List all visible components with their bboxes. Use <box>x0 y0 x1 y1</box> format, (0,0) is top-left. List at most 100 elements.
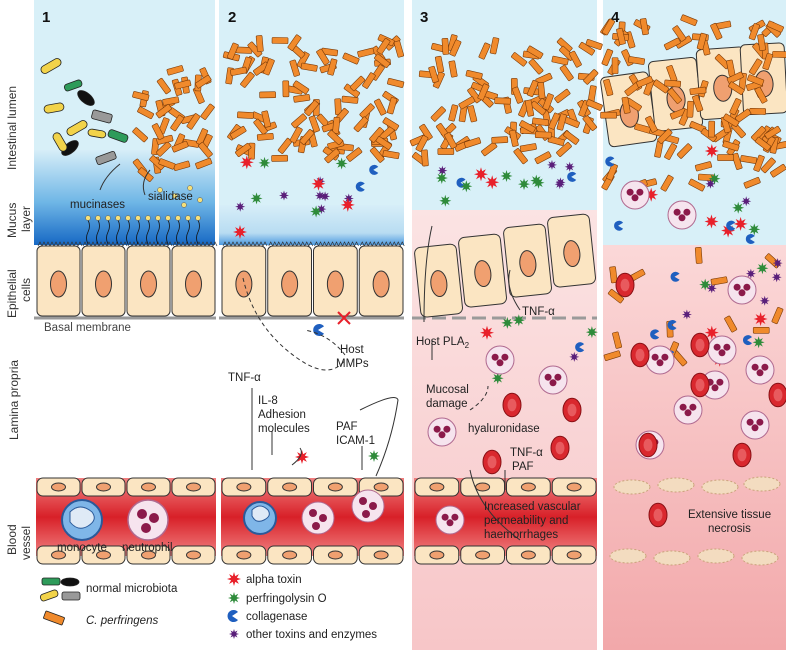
label-tnf-top: TNF-α <box>522 306 555 318</box>
c-perfringens-rod <box>327 129 343 146</box>
c-perfringens-rod <box>299 129 315 145</box>
alpha-toxin-particle <box>295 450 309 464</box>
perfringolysin-particle <box>501 316 514 329</box>
c-perfringens-rod <box>174 79 192 90</box>
perfringolysin-particle <box>439 194 452 207</box>
c-perfringens-rod <box>155 103 172 119</box>
c-perfringens-rod <box>664 143 678 160</box>
c-perfringens-rod <box>583 69 599 85</box>
alpha-toxin-particle <box>704 214 719 229</box>
label-increased-vascular: Increased vascular <box>484 501 581 513</box>
sugar-residue <box>185 215 191 221</box>
c-perfringens-rod <box>607 288 625 304</box>
c-perfringens-rod <box>393 40 405 58</box>
nucleus <box>236 482 252 492</box>
c-perfringens-rod <box>458 96 476 110</box>
nucleus-lobe <box>761 363 769 371</box>
microvilli <box>222 241 268 247</box>
c-perfringens-rod <box>434 55 445 73</box>
nucleus <box>475 482 491 492</box>
c-perfringens-rod <box>300 62 318 72</box>
c-perfringens-rod <box>196 128 209 146</box>
c-perfringens-rod <box>764 125 781 140</box>
nucleus <box>326 270 344 298</box>
c-perfringens-rod <box>293 94 311 103</box>
c-perfringens-rod <box>612 331 623 349</box>
c-perfringens-rod <box>696 32 707 50</box>
nucleus-lobe <box>743 283 751 291</box>
c-perfringens-rod <box>611 57 619 74</box>
legend-alpha-toxin-icon <box>227 572 241 586</box>
label-icam: ICAM-1 <box>336 435 375 447</box>
glycan-chain <box>116 219 120 245</box>
sugar-residue <box>195 215 201 221</box>
c-perfringens-rod <box>509 129 519 147</box>
c-perfringens-rod <box>255 35 264 53</box>
c-perfringens-rod <box>282 80 290 98</box>
glycan-chain <box>196 219 200 245</box>
panel-number-3: 3 <box>420 9 428 26</box>
c-perfringens-rod <box>728 81 745 95</box>
perfringolysin-particle <box>435 172 448 184</box>
c-perfringens-rod <box>151 123 165 141</box>
c-perfringens-rod <box>534 151 552 165</box>
c-perfringens-rod <box>226 42 239 60</box>
panel-number-4: 4 <box>611 9 620 26</box>
c-perfringens-rod <box>494 97 512 105</box>
collagenase-particle <box>355 181 365 192</box>
c-perfringens-rod <box>760 157 776 174</box>
glycan-chain <box>146 219 150 245</box>
perfringolysin-particle <box>460 180 473 193</box>
c-perfringens-rod <box>547 135 565 146</box>
nucleus-lobe <box>441 513 449 521</box>
neutrophil-cell <box>127 499 169 541</box>
c-perfringens-rod <box>289 126 303 144</box>
nucleus <box>373 550 389 560</box>
nucleus <box>141 550 156 560</box>
c-perfringens-rod <box>526 45 544 59</box>
other-toxin-particle <box>741 196 752 207</box>
c-perfringens-rod <box>519 143 537 153</box>
c-perfringens-rod <box>688 178 706 192</box>
nucleus <box>141 482 156 492</box>
c-perfringens-rod <box>287 34 302 51</box>
c-perfringens-rod <box>726 71 744 84</box>
nucleus <box>185 270 202 298</box>
sugar-residue <box>105 215 111 221</box>
other-toxin-particle <box>320 191 331 202</box>
c-perfringens-rod <box>585 99 603 111</box>
collagenase-particle <box>667 320 677 331</box>
c-perfringens-rod <box>689 86 707 96</box>
nucleus-lobe <box>631 194 639 202</box>
rbc-center <box>555 441 565 455</box>
nucleus-lobe <box>554 373 562 381</box>
nucleus <box>520 482 536 492</box>
glycan-chain <box>166 219 170 245</box>
panel-number-2: 2 <box>228 9 236 26</box>
label-sialidase: sialidase <box>148 191 193 203</box>
label-monocyte: monocyte <box>57 542 107 554</box>
c-perfringens-rod <box>694 161 713 172</box>
c-perfringens-rod <box>382 150 400 160</box>
activated-monocyte <box>243 501 277 535</box>
label-haemorrhages: haemorrhages <box>484 529 558 541</box>
c-perfringens-rod <box>537 81 546 99</box>
epithelial-cells-panel-2 <box>221 241 405 317</box>
c-perfringens-rod <box>373 98 387 116</box>
label-necrosis: necrosis <box>708 523 751 535</box>
perfringolysin-particle <box>699 278 712 291</box>
c-perfringens-rod <box>639 18 649 36</box>
nucleus-lobe <box>716 378 724 386</box>
c-perfringens-rod <box>686 100 694 118</box>
c-perfringens-rod <box>722 113 740 127</box>
c-perfringens-rod <box>132 91 150 101</box>
label-basal-membrane: Basal membrane <box>44 322 131 334</box>
nucleus <box>96 482 111 492</box>
nucleus <box>327 550 343 560</box>
other-toxin-particle <box>681 309 692 320</box>
c-perfringens-rod <box>770 163 786 178</box>
label-molecules: molecules <box>258 423 310 435</box>
c-perfringens-rod <box>421 149 429 167</box>
nucleus <box>51 482 66 492</box>
c-perfringens-rod <box>489 37 500 55</box>
